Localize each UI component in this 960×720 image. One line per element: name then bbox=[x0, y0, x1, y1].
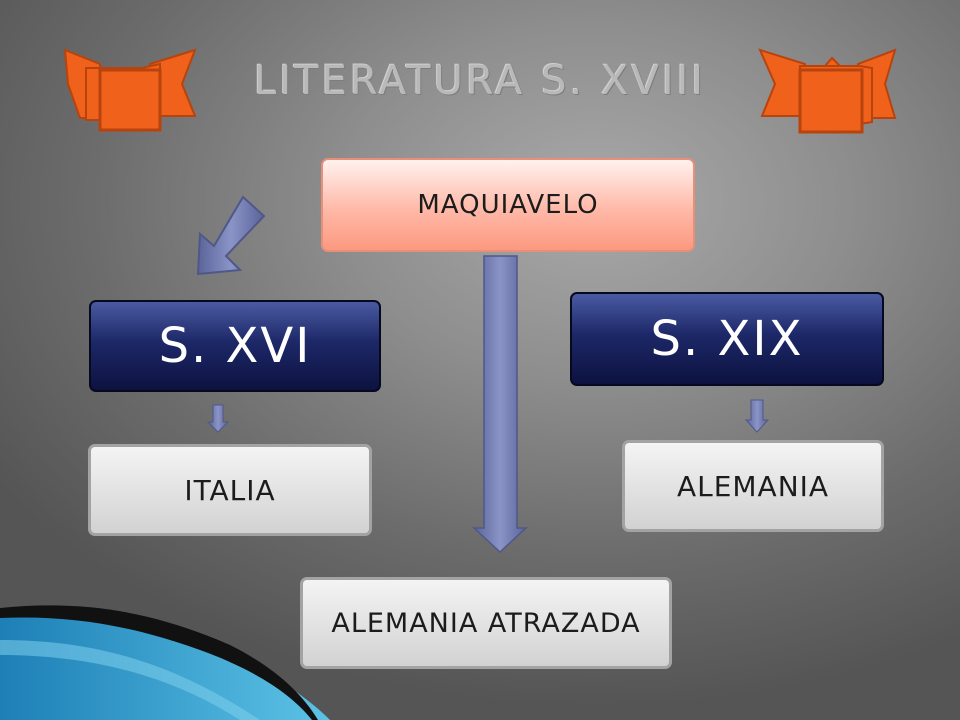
banner-right-icon bbox=[758, 48, 897, 134]
node-maquiavelo: MAQUIAVELO bbox=[321, 158, 695, 252]
arrow-s-xvi-down bbox=[206, 404, 230, 433]
node-alemania-label: ALEMANIA bbox=[676, 469, 830, 503]
node-alemania: ALEMANIA bbox=[622, 440, 884, 532]
node-s-xvi: S. XVI bbox=[89, 300, 381, 392]
node-italia-label: ITALIA bbox=[184, 473, 276, 507]
banner-left-icon bbox=[63, 48, 197, 132]
arrow-to-s-xvi bbox=[196, 195, 266, 276]
node-alemania-atrazada: ALEMANIA ATRAZADA bbox=[300, 577, 672, 669]
arrow-maquiavelo-down bbox=[472, 255, 528, 554]
node-alemania-atrazada-label: ALEMANIA ATRAZADA bbox=[331, 607, 641, 639]
node-s-xix: S. XIX bbox=[570, 292, 884, 386]
corner-wave bbox=[0, 605, 330, 720]
node-s-xvi-label: S. XVI bbox=[158, 318, 312, 374]
node-italia: ITALIA bbox=[88, 444, 372, 536]
slide-title: LITERATURA S. XVIII bbox=[253, 58, 707, 104]
node-s-xix-label: S. XIX bbox=[650, 311, 804, 367]
arrow-s-xix-down bbox=[744, 399, 770, 433]
node-maquiavelo-label: MAQUIAVELO bbox=[417, 190, 599, 220]
